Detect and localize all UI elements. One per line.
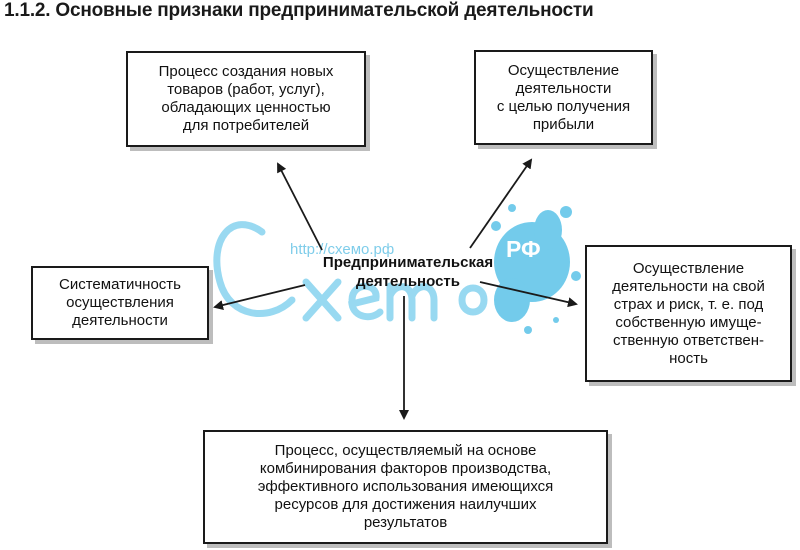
watermark-url: http://схемо.рф xyxy=(290,241,395,258)
box-line: деятельности на свой xyxy=(612,277,765,295)
box-profit-goal: Осуществление деятельности с целью получ… xyxy=(474,50,653,145)
box-line: собственную имуще- xyxy=(615,313,762,331)
arrow-to-top-left xyxy=(277,162,323,251)
box-line: комбинирования факторов производства, xyxy=(259,460,552,477)
box-line: Осуществление xyxy=(507,61,620,79)
center-line: деятельность xyxy=(356,273,460,290)
box-line: деятельности xyxy=(72,312,168,329)
diagram-title: 1.1.2. Основные признаки предприниматель… xyxy=(4,0,594,21)
arrow-to-top-right xyxy=(469,158,533,249)
box-line: Процесс создания новых xyxy=(158,63,334,80)
box-line: Систематичность xyxy=(59,276,181,293)
box-line: эффективного использования имеющихся xyxy=(257,478,554,495)
center-line: Предпринимательская xyxy=(322,254,494,271)
box-line: деятельности xyxy=(515,79,612,97)
box-line: страх и риск, т. е. под xyxy=(613,295,764,313)
box-systematic: Систематичность осуществления деятельнос… xyxy=(31,266,209,340)
box-new-goods-creation: Процесс создания новых товаров (работ, у… xyxy=(126,51,366,147)
box-line: ресурсов для достижения наилучших xyxy=(274,496,537,513)
box-line: товаров (работ, услуг), xyxy=(167,81,325,98)
box-line: результатов xyxy=(363,514,448,531)
box-line: осуществления xyxy=(66,294,174,311)
arrow-to-right xyxy=(479,281,578,308)
box-factor-combination: Процесс, осуществляемый на основе комбин… xyxy=(203,430,608,544)
box-line: для потребителей xyxy=(182,117,310,134)
box-line: Процесс, осуществляемый на основе xyxy=(274,442,537,459)
box-own-risk: Осуществление деятельности на свой страх… xyxy=(585,245,792,382)
center-node: Предпринимательская деятельность xyxy=(268,253,548,291)
box-line: ность xyxy=(669,349,708,367)
watermark-badge: РФ xyxy=(506,236,541,262)
box-line: прибыли xyxy=(532,115,595,133)
arrow-to-left xyxy=(213,284,306,310)
box-line: Осуществление xyxy=(632,259,745,277)
box-line: с целью получения xyxy=(496,97,631,115)
box-line: обладающих ценностью xyxy=(161,99,331,116)
box-line: ственную ответствен- xyxy=(612,331,764,349)
